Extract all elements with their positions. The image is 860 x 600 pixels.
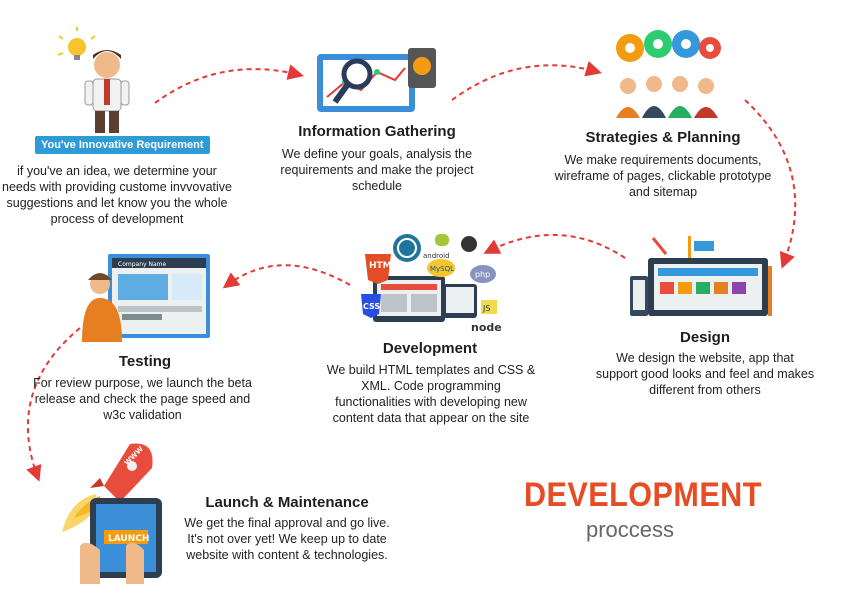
company-name-label: Company Name [118, 261, 166, 268]
step-title-design: Design [679, 329, 730, 346]
step-title-strategies-planning: Strategies & Planning [585, 129, 741, 146]
node-label: node [471, 321, 502, 334]
step-desc-design: We design the website, app that support … [595, 351, 815, 397]
code-icon: HTML CSS android MySQL php JS node [361, 234, 502, 334]
arrow-design-to-development [483, 233, 626, 259]
html5-icon-label: HTML [369, 261, 398, 271]
step-title-testing: Testing [118, 353, 172, 370]
step-title-information-gathering: Information Gathering [298, 123, 456, 140]
launch-button-label: LAUNCH [108, 534, 149, 544]
mysql-label: MySQL [430, 265, 454, 273]
step-desc-development: We build HTML templates and CSS & XML. C… [326, 363, 536, 425]
intro-description: if you've an idea, we determine your nee… [2, 164, 232, 226]
lightbulb-icon [57, 27, 130, 133]
arrow-intro-to-gathering [154, 64, 304, 104]
testing-icon: Company Name [82, 254, 210, 342]
arrow-testing-to-launch [26, 327, 81, 482]
php-label: php [475, 270, 490, 279]
css3-icon-label: CSS [363, 302, 380, 311]
arrow-gathering-to-planning [451, 61, 602, 101]
step-title-launch-maintenance: Launch & Maintenance [205, 494, 369, 511]
arrow-development-to-testing [222, 264, 351, 289]
step-desc-information-gathering: We define your goals, analysis the requi… [280, 147, 474, 193]
analytics-icon [317, 48, 436, 112]
rocket-icon: WWW LAUNCH [62, 443, 162, 584]
brand-title: DEVELOPMENT [524, 476, 762, 514]
gears-icon [616, 30, 721, 118]
design-icon [630, 236, 772, 316]
requirement-badge: You've Innovative Requirement [35, 136, 210, 154]
step-desc-testing: For review purpose, we launch the beta r… [33, 376, 252, 422]
js-label: JS [482, 304, 490, 313]
step-desc-strategies-planning: We make requirements documents, wirefram… [554, 153, 772, 199]
brand-subtitle: proccess [586, 517, 675, 542]
android-label: android [423, 252, 450, 260]
step-title-development: Development [382, 340, 478, 357]
step-desc-launch-maintenance: We get the final approval and go live. I… [184, 516, 390, 562]
arrow-planning-to-design [744, 99, 797, 269]
